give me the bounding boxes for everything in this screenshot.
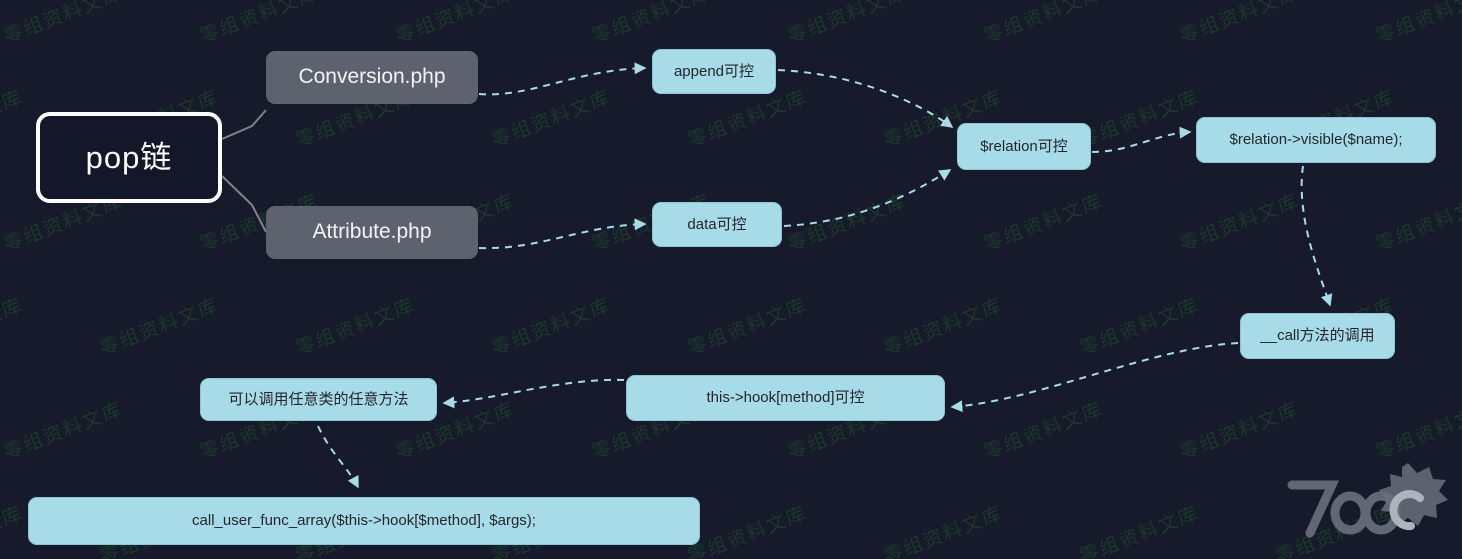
watermark-text: 零组资料文库 bbox=[0, 294, 27, 360]
watermark-text: 零组资料文库 bbox=[980, 0, 1107, 48]
watermark-text: 零组资料文库 bbox=[980, 190, 1107, 256]
edge-append-relation bbox=[777, 69, 954, 128]
watermark-text: 零组资料文库 bbox=[96, 294, 223, 360]
watermark-text: 零组资料文库 bbox=[1272, 502, 1399, 559]
watermark-text: 零组资料文库 bbox=[0, 398, 127, 464]
node-data-controllable[interactable]: data可控 bbox=[652, 202, 782, 247]
watermark-text: 零组资料文库 bbox=[0, 86, 27, 152]
node-label: Attribute.php bbox=[312, 220, 432, 244]
node-label: $relation可控 bbox=[980, 137, 1068, 155]
node-conversion-php[interactable]: Conversion.php bbox=[266, 51, 478, 104]
edge-conversion-append bbox=[478, 62, 647, 96]
watermark-text: 零组资料文库 bbox=[1076, 294, 1203, 360]
node-hook-method-controllable[interactable]: this->hook[method]可控 bbox=[626, 375, 945, 421]
node-relation-controllable[interactable]: $relation可控 bbox=[957, 123, 1091, 170]
watermark-text: 零组资料文库 bbox=[784, 0, 911, 48]
edge-relation-visible bbox=[1091, 126, 1192, 153]
node-label: $relation->visible($name); bbox=[1229, 131, 1403, 149]
watermark-text: 零组资料文库 bbox=[684, 502, 811, 559]
watermark-text: 零组资料文库 bbox=[1176, 190, 1303, 256]
edge-hook-anymethod bbox=[442, 378, 625, 409]
watermark-text: 零组资料文库 bbox=[292, 294, 419, 360]
edge-data-relation bbox=[783, 169, 952, 227]
watermark-text: 零组资料文库 bbox=[0, 0, 127, 48]
node-call-user-func-array[interactable]: call_user_func_array($this->hook[$method… bbox=[28, 497, 700, 545]
watermark-text: 零组资料文库 bbox=[488, 294, 615, 360]
node-append-controllable[interactable]: append可控 bbox=[652, 49, 776, 94]
watermark-text: 零组资料文库 bbox=[1176, 0, 1303, 48]
watermark-text: 零组资料文库 bbox=[588, 0, 715, 48]
watermark-text: 零组资料文库 bbox=[684, 294, 811, 360]
edge-root-conversion bbox=[221, 109, 267, 140]
node-label: call_user_func_array($this->hook[$method… bbox=[192, 512, 536, 530]
node-label: 可以调用任意类的任意方法 bbox=[228, 390, 409, 408]
node-label: this->hook[method]可控 bbox=[706, 389, 865, 407]
watermark-text: 零组资料文库 bbox=[1372, 190, 1462, 256]
watermark-text: 零组资料文库 bbox=[980, 398, 1107, 464]
edge-anymethod-callfunc bbox=[317, 425, 359, 489]
node-call-magic-method[interactable]: __call方法的调用 bbox=[1240, 313, 1395, 359]
watermark-text: 零组资料文库 bbox=[392, 0, 519, 48]
node-relation-visible-call[interactable]: $relation->visible($name); bbox=[1196, 117, 1436, 163]
edge-root-attribute bbox=[221, 175, 267, 233]
watermark-text: 零组资料文库 bbox=[1076, 86, 1203, 152]
node-label: __call方法的调用 bbox=[1260, 327, 1375, 345]
node-root[interactable]: pop链 bbox=[36, 112, 222, 203]
watermark-text: 零组资料文库 bbox=[880, 294, 1007, 360]
node-label: append可控 bbox=[673, 62, 755, 80]
edge-callmagic-hook bbox=[950, 342, 1239, 413]
watermark-text: 零组资料文库 bbox=[1176, 398, 1303, 464]
node-label: Conversion.php bbox=[298, 65, 446, 89]
node-label: pop链 bbox=[85, 139, 173, 175]
watermark-text: 零组资料文库 bbox=[1076, 502, 1203, 559]
edge-visible-callmagic bbox=[1300, 165, 1333, 307]
watermark-text: 零组资料文库 bbox=[196, 0, 323, 48]
brand-logo bbox=[1280, 453, 1450, 553]
watermark-text: 零组资料文库 bbox=[1372, 0, 1462, 48]
watermark-text: 零组资料文库 bbox=[488, 86, 615, 152]
edge-attribute-data bbox=[478, 218, 647, 250]
node-any-class-any-method[interactable]: 可以调用任意类的任意方法 bbox=[200, 378, 437, 421]
watermark-text: 零组资料文库 bbox=[784, 190, 911, 256]
node-attribute-php[interactable]: Attribute.php bbox=[266, 206, 478, 259]
watermark-text: 零组资料文库 bbox=[880, 502, 1007, 559]
node-label: data可控 bbox=[687, 215, 747, 233]
watermark-text: 零组资料文库 bbox=[0, 502, 27, 559]
watermark-text: 零组资料文库 bbox=[1372, 398, 1462, 464]
